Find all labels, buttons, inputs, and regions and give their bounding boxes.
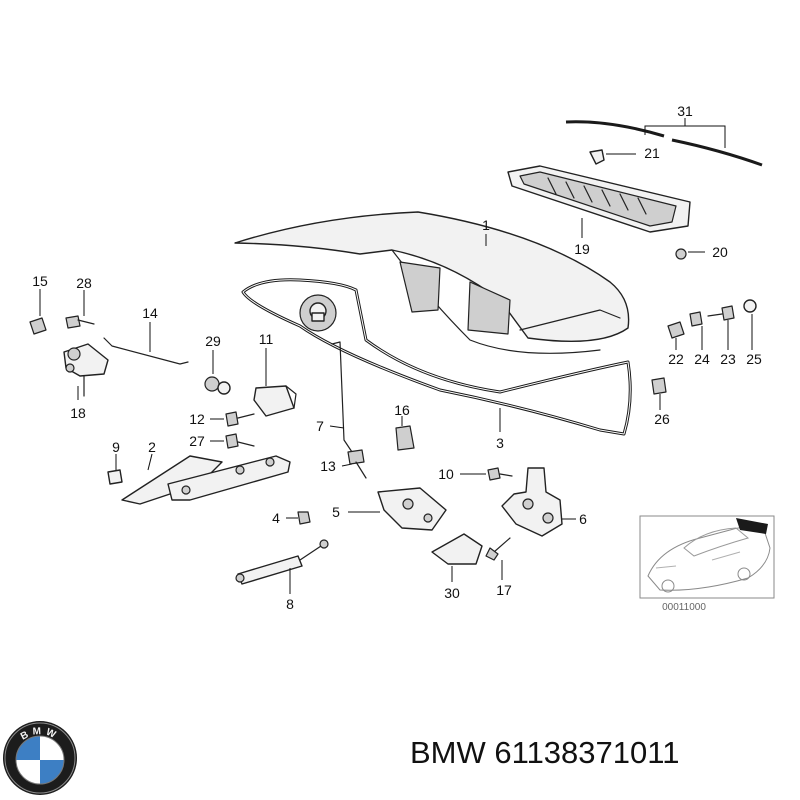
cover-30 bbox=[431, 533, 483, 582]
screw-23 bbox=[707, 305, 735, 350]
callout-17: 17 bbox=[496, 582, 512, 598]
screw-10 bbox=[460, 467, 513, 481]
bolt-15 bbox=[29, 289, 47, 335]
callout-27: 27 bbox=[189, 433, 205, 449]
brand-name: BMW bbox=[410, 735, 486, 770]
callout-22: 22 bbox=[668, 351, 684, 367]
callout-labels: 1 2 3 4 5 6 7 8 9 10 11 12 13 14 15 16 1… bbox=[32, 103, 762, 612]
clip-21 bbox=[589, 149, 636, 165]
callout-8: 8 bbox=[286, 596, 294, 612]
callout-26: 26 bbox=[654, 411, 670, 427]
key-cover-cap bbox=[299, 294, 337, 332]
callout-10: 10 bbox=[438, 466, 454, 482]
lock-6 bbox=[501, 467, 576, 537]
callout-21: 21 bbox=[644, 145, 660, 161]
bump-stop-9 bbox=[107, 454, 123, 485]
callout-5: 5 bbox=[332, 504, 340, 520]
callout-15: 15 bbox=[32, 273, 48, 289]
grommet-29 bbox=[204, 350, 231, 395]
gas-strut-8 bbox=[235, 539, 329, 594]
hinge-2 bbox=[121, 453, 291, 505]
callout-13: 13 bbox=[320, 458, 336, 474]
callout-9: 9 bbox=[112, 439, 120, 455]
callout-3: 3 bbox=[496, 435, 504, 451]
trunk-lid-1 bbox=[234, 211, 630, 354]
screw-27 bbox=[210, 433, 255, 449]
callout-31: 31 bbox=[677, 103, 693, 119]
inset-code: 00011000 bbox=[662, 602, 706, 613]
inset-thumbnail: 00011000 bbox=[639, 515, 775, 613]
callout-14: 14 bbox=[142, 305, 158, 321]
seal-3 bbox=[241, 278, 632, 436]
part-number: 61138371011 bbox=[494, 735, 680, 770]
callout-16: 16 bbox=[394, 402, 410, 418]
callout-19: 19 bbox=[574, 241, 590, 257]
latch-5 bbox=[348, 487, 447, 531]
screw-28 bbox=[65, 290, 95, 329]
bmw-logo-icon: BMW bbox=[3, 721, 77, 795]
lock-cylinder-18 bbox=[63, 343, 109, 400]
callout-6: 6 bbox=[579, 511, 587, 527]
lock-rod-7 bbox=[329, 341, 353, 453]
inset-car-icon bbox=[647, 518, 771, 593]
callout-24: 24 bbox=[694, 351, 710, 367]
clip-26 bbox=[651, 377, 667, 410]
callout-29: 29 bbox=[205, 333, 221, 349]
brand-part-number: BMW 61138371011 bbox=[410, 735, 679, 771]
screw-12 bbox=[210, 411, 255, 427]
nut-24 bbox=[689, 311, 703, 350]
callout-12: 12 bbox=[189, 411, 205, 427]
brake-light-19 bbox=[507, 165, 691, 238]
grommet-25 bbox=[743, 299, 757, 350]
screw-17 bbox=[485, 537, 511, 580]
callout-23: 23 bbox=[720, 351, 736, 367]
trim-strips-31 bbox=[565, 118, 763, 167]
callout-2: 2 bbox=[148, 439, 156, 455]
callout-1: 1 bbox=[482, 217, 490, 233]
rubber-buffer-16 bbox=[395, 416, 415, 451]
callout-28: 28 bbox=[76, 275, 92, 291]
rod-14 bbox=[103, 322, 189, 365]
buffer-22 bbox=[667, 321, 685, 350]
callout-7: 7 bbox=[316, 418, 324, 434]
callout-11: 11 bbox=[259, 331, 274, 347]
callout-30: 30 bbox=[444, 585, 460, 601]
bolt-13 bbox=[341, 449, 367, 479]
callout-25: 25 bbox=[746, 351, 762, 367]
callout-20: 20 bbox=[712, 244, 728, 260]
fastener-20 bbox=[675, 248, 705, 260]
nut-4 bbox=[286, 511, 311, 525]
callout-18: 18 bbox=[70, 405, 86, 421]
callout-4: 4 bbox=[272, 510, 280, 526]
actuator-11 bbox=[253, 348, 297, 417]
